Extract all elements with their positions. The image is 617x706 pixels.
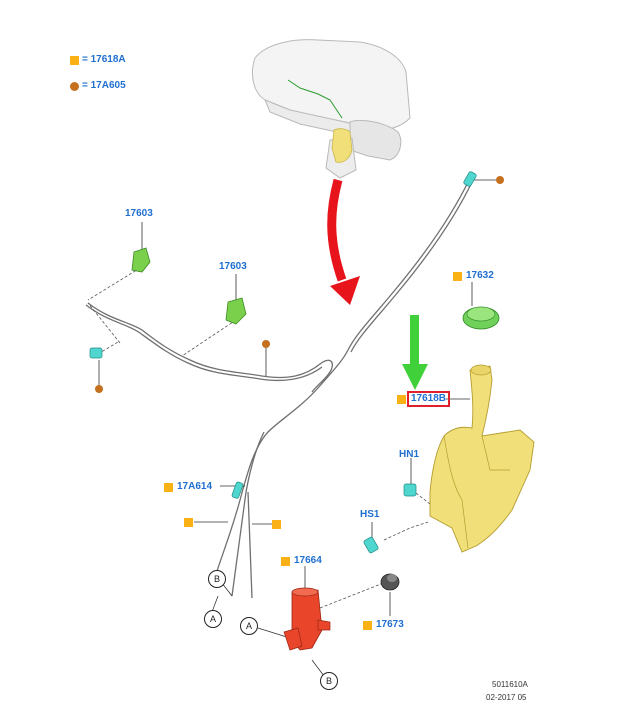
leader-lines [87,267,431,609]
green-pointer-arrow [402,315,428,390]
legend-square-label: = 17618A [82,54,126,65]
part-label-17673: 17673 [376,619,404,630]
reservoir-cap [462,306,500,330]
legend-dot-marker [70,82,79,91]
vehicle-outline [252,39,411,179]
washer-nozzle-right [225,297,247,325]
part-square-marker [363,621,372,630]
legend-square-marker [70,56,79,65]
part-label-17603-left: 17603 [125,208,153,219]
part-label-17664: 17664 [294,555,322,566]
part-label-17603-right: 17603 [219,261,247,272]
part-square-marker [281,557,290,566]
connector-dots [95,176,504,393]
diagram-date: 02-2017 05 [486,693,527,702]
legend-dot-label: = 17A605 [82,80,126,91]
part-square-marker [453,272,462,281]
part-square-marker [164,483,173,492]
part-square-marker [272,520,281,529]
vehicle-hose-thumbnail [287,79,353,163]
callout-b-hose: B [208,570,226,588]
part-label-17a614: 17A614 [177,481,213,492]
washer-pump [283,587,331,651]
callout-a-pump: A [240,617,258,635]
washer-reservoir [429,364,535,553]
part-label-17632: 17632 [466,270,494,281]
hose-clips [89,171,477,554]
callout-a-hose: A [204,610,222,628]
pump-grommet [380,573,400,591]
diagram-code: 5011610A [492,680,528,689]
callout-b-pump: B [320,672,338,690]
part-label-17618b: 17618B [407,391,451,407]
part-square-marker [397,395,406,404]
part-label-hn1: HN1 [399,449,420,460]
washer-nozzle-left [131,247,151,273]
washer-hoses [85,177,474,599]
part-square-marker [184,518,193,527]
red-pointer-arrow [327,178,360,305]
part-label-hs1: HS1 [360,509,380,520]
solid-leaders [98,179,500,677]
